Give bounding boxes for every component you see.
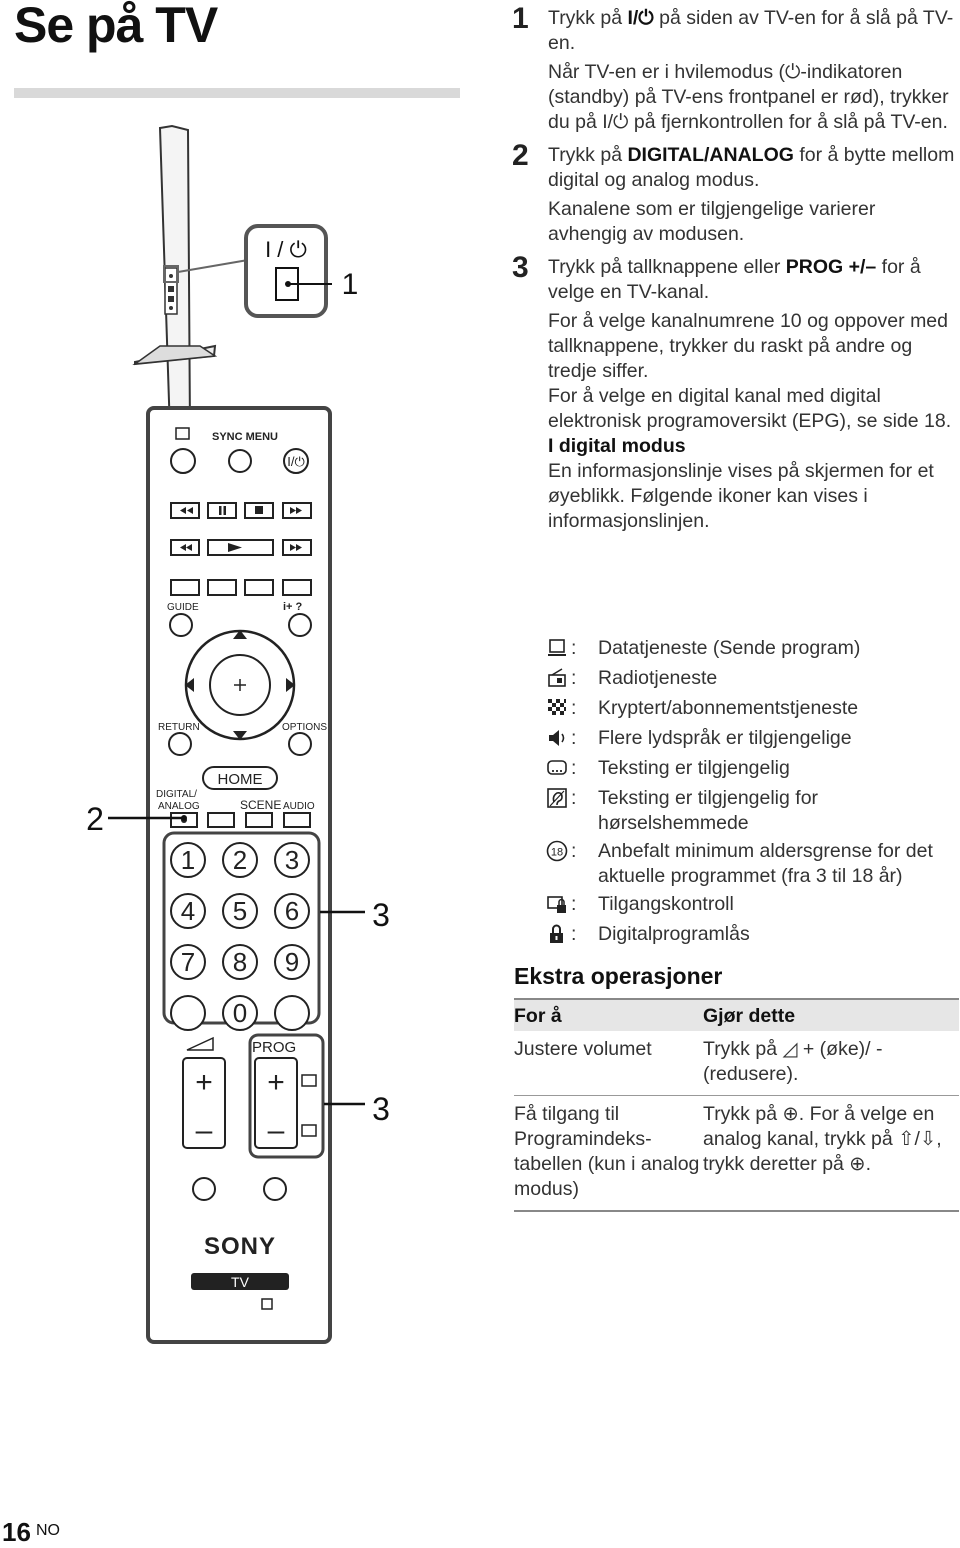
age-rating-icon: 18 <box>546 840 568 862</box>
page-title: Se på TV <box>14 0 218 53</box>
page-language: NO <box>36 1522 60 1539</box>
column-header-for: For å <box>514 1005 562 1027</box>
digital-mode-text: En informasjonslinje vises på skjermen f… <box>548 460 934 532</box>
digit-1: 1 <box>181 845 195 875</box>
svg-text:DIGITAL/: DIGITAL/ <box>156 789 197 800</box>
digit-5: 5 <box>233 896 247 926</box>
digital-mode-heading: I digital modus <box>548 435 686 457</box>
svg-text:+: + <box>195 1066 213 1099</box>
step-1-note: Når TV-en er i hvilemodus (⏻-indikatoren… <box>548 61 949 133</box>
info-label: i+ ? <box>283 601 303 613</box>
list-item: :Radiotjeneste <box>546 666 958 691</box>
radio-icon <box>548 668 566 687</box>
svg-text:ANALOG: ANALOG <box>158 801 200 812</box>
table-row: Få tilgang til Programindeks-tabellen (k… <box>514 1095 959 1212</box>
table-row: Justere volumet Trykk på ◿ + (øke)/ - (r… <box>514 1038 883 1085</box>
list-item: :Teksting er tilgjengelig <box>546 756 958 781</box>
digit-2: 2 <box>233 845 247 875</box>
extra-operations-heading: Ekstra operasjoner <box>514 963 723 989</box>
audio-label: AUDIO <box>283 801 315 812</box>
sony-logo: SONY <box>204 1233 276 1260</box>
data-service-icon <box>548 639 566 656</box>
tv-power-label: I / ⏻ <box>265 237 307 262</box>
step-3-note-2: For å velge en digital kanal med digital… <box>548 385 952 432</box>
extra-operations-table: For å Gjør dette Justere volumet Trykk p… <box>514 998 959 1212</box>
callout-2: 2 <box>86 801 104 837</box>
tv-label: TV <box>231 1274 250 1290</box>
parental-lock-icon <box>547 896 566 913</box>
hearing-impaired-icon <box>547 788 567 808</box>
title-underline <box>14 88 460 98</box>
list-item: 18 :Anbefalt minimum aldersgrense for de… <box>546 839 958 889</box>
scene-label: SCENE <box>240 798 281 812</box>
svg-text:+: + <box>267 1066 285 1099</box>
list-item: :Tilgangskontroll <box>546 892 958 917</box>
step-number: 1 <box>512 2 529 35</box>
digit-7: 7 <box>181 947 195 977</box>
digit-9: 9 <box>285 947 299 977</box>
digit-0: 0 <box>233 998 247 1028</box>
prog-label: PROG <box>252 1039 296 1056</box>
svg-text:–: – <box>196 1114 213 1147</box>
remote-illustration: I / ⏻ 1 SYNC MENU I/⏻ <box>86 124 390 1344</box>
step-1: 1 Trykk på I/⏻ på siden av TV-en for å s… <box>512 2 957 135</box>
list-item: :Flere lydspråk er tilgjengelige <box>546 726 958 751</box>
step-2-note: Kanalene som er tilgjengelige varierer a… <box>548 198 876 245</box>
svg-text:18: 18 <box>551 847 563 859</box>
step-3-note-1: For å velge kanalnumrene 10 og oppover m… <box>548 310 948 382</box>
step-3: 3 Trykk på tallknappene eller PROG +/– f… <box>512 251 957 534</box>
steps: 1 Trykk på I/⏻ på siden av TV-en for å s… <box>512 2 957 542</box>
list-item: :Kryptert/abonnementstjeneste <box>546 696 958 721</box>
list-item: :Digitalprogramlås <box>546 922 958 947</box>
guide-label: GUIDE <box>167 602 199 613</box>
callout-3-prog: 3 <box>372 1091 390 1127</box>
audio-language-icon <box>549 730 565 746</box>
column-header-do: Gjør dette <box>703 1005 796 1027</box>
list-item: :Teksting er tilgjengelig for hørselshem… <box>546 786 958 836</box>
scrambled-icon <box>548 699 566 715</box>
step-number: 3 <box>512 251 529 284</box>
remote-control: SYNC MENU I/⏻ GUIDE i+ ? <box>146 406 332 1344</box>
svg-text:–: – <box>268 1114 285 1147</box>
remote-power-label: I/⏻ <box>287 454 305 469</box>
sync-menu-label: SYNC MENU <box>212 431 278 443</box>
digit-3: 3 <box>285 845 299 875</box>
info-bar-icon-list: :Datatjeneste (Sende program) :Radiotjen… <box>546 636 958 952</box>
tv-side-view <box>132 124 218 434</box>
table-header: For å Gjør dette <box>514 998 959 1031</box>
digit-8: 8 <box>233 947 247 977</box>
subtitles-icon <box>547 760 567 775</box>
callout-3-numbers: 3 <box>372 897 390 933</box>
callout-1: 1 <box>342 268 359 301</box>
options-label: OPTIONS <box>282 722 327 733</box>
page-number: 16 <box>2 1517 31 1547</box>
home-label: HOME <box>218 771 263 788</box>
list-item: :Datatjeneste (Sende program) <box>546 636 958 661</box>
return-label: RETURN <box>158 722 200 733</box>
digit-4: 4 <box>181 896 195 926</box>
digit-6: 6 <box>285 896 299 926</box>
program-lock-icon <box>550 924 563 943</box>
step-2: 2 Trykk på DIGITAL/ANALOG for å bytte me… <box>512 139 957 247</box>
step-number: 2 <box>512 139 529 172</box>
